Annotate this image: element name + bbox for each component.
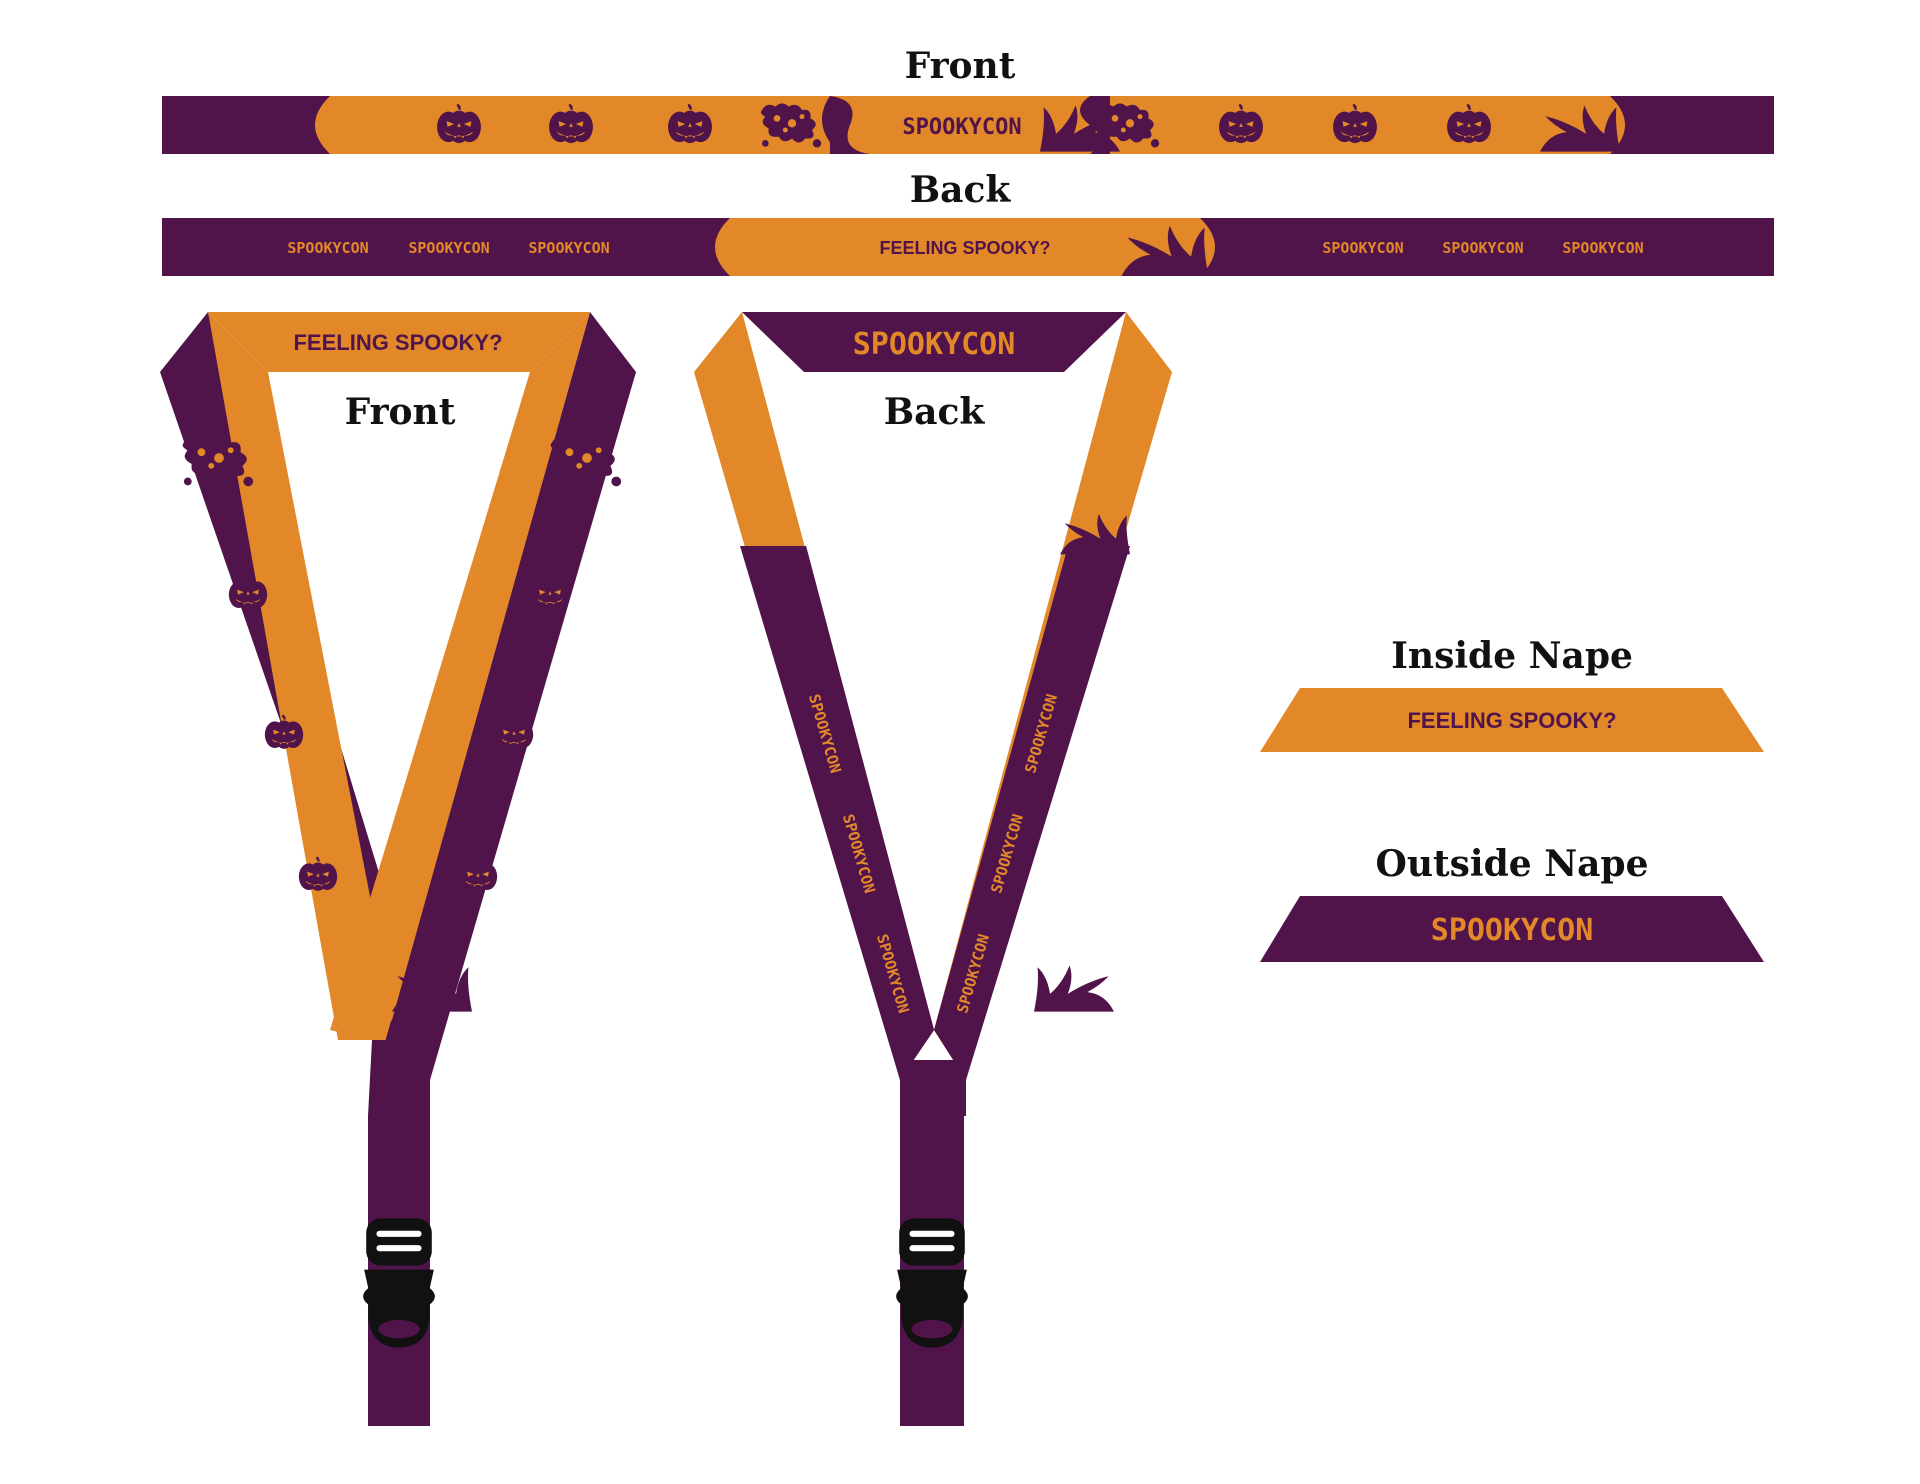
- lanyard-back-right-arm-lower: [934, 546, 1130, 1080]
- strap-back-brand: SPOOKYCON: [1322, 239, 1403, 257]
- inside-nape-band: [1260, 688, 1764, 752]
- lanyard-front-right-arm-purple: [380, 312, 636, 1080]
- lanyard-front-nape: [208, 312, 590, 372]
- outside-nape-heading: Outside Nape: [1375, 843, 1648, 885]
- strap-front: SPOOKYCON: [162, 96, 1774, 154]
- lanyard-back-heading: Back: [884, 391, 986, 433]
- outside-nape: SPOOKYCON: [1260, 896, 1764, 962]
- strap-front-brand: SPOOKYCON: [902, 115, 1021, 140]
- strap-front-heading: Front: [905, 45, 1016, 87]
- inside-nape-slogan: FEELING SPOOKY?: [1407, 708, 1616, 733]
- inside-nape-heading: Inside Nape: [1391, 635, 1633, 677]
- lanyard-front-right-arm: [330, 312, 590, 1040]
- lanyard-front: FEELING SPOOKY?: [160, 312, 1114, 1426]
- outside-nape-band: [1260, 896, 1764, 962]
- strap-front-center-wave: [830, 96, 870, 154]
- lanyard-back-nape: [742, 312, 1126, 372]
- strap-back-brand: SPOOKYCON: [408, 239, 489, 257]
- lanyard-back-nape-brand: SPOOKYCON: [853, 327, 1016, 362]
- strap-back-brand: SPOOKYCON: [287, 239, 368, 257]
- buckle-icon: [363, 1218, 435, 1348]
- strap-back-brand: SPOOKYCON: [1442, 239, 1523, 257]
- strap-back: SPOOKYCON SPOOKYCON SPOOKYCON SPOOKYCON …: [162, 218, 1774, 276]
- lanyard-back-joint: [900, 1060, 966, 1116]
- lanyard-front-left-arm: [208, 312, 398, 1040]
- lanyard-back: SPOOKYCON SPOOKYCON SPOOKYCON SPOOKYCON …: [694, 312, 1172, 1426]
- lanyard-back-left-arm-lower: [740, 546, 934, 1080]
- lanyard-front-slogan: FEELING SPOOKY?: [293, 330, 502, 355]
- outside-nape-brand: SPOOKYCON: [1431, 913, 1594, 948]
- lanyard-front-heading: Front: [345, 391, 456, 433]
- strap-back-orange-band: [715, 218, 1215, 276]
- strap-back-heading: Back: [910, 169, 1012, 211]
- flame-icon: [1034, 965, 1114, 1012]
- strap-back-brand: SPOOKYCON: [528, 239, 609, 257]
- strap-back-slogan: FEELING SPOOKY?: [879, 238, 1050, 258]
- inside-nape: FEELING SPOOKY?: [1260, 688, 1764, 752]
- strap-back-brand: SPOOKYCON: [1562, 239, 1643, 257]
- lanyard-front-joint: [368, 1040, 430, 1116]
- buckle-icon: [896, 1218, 968, 1348]
